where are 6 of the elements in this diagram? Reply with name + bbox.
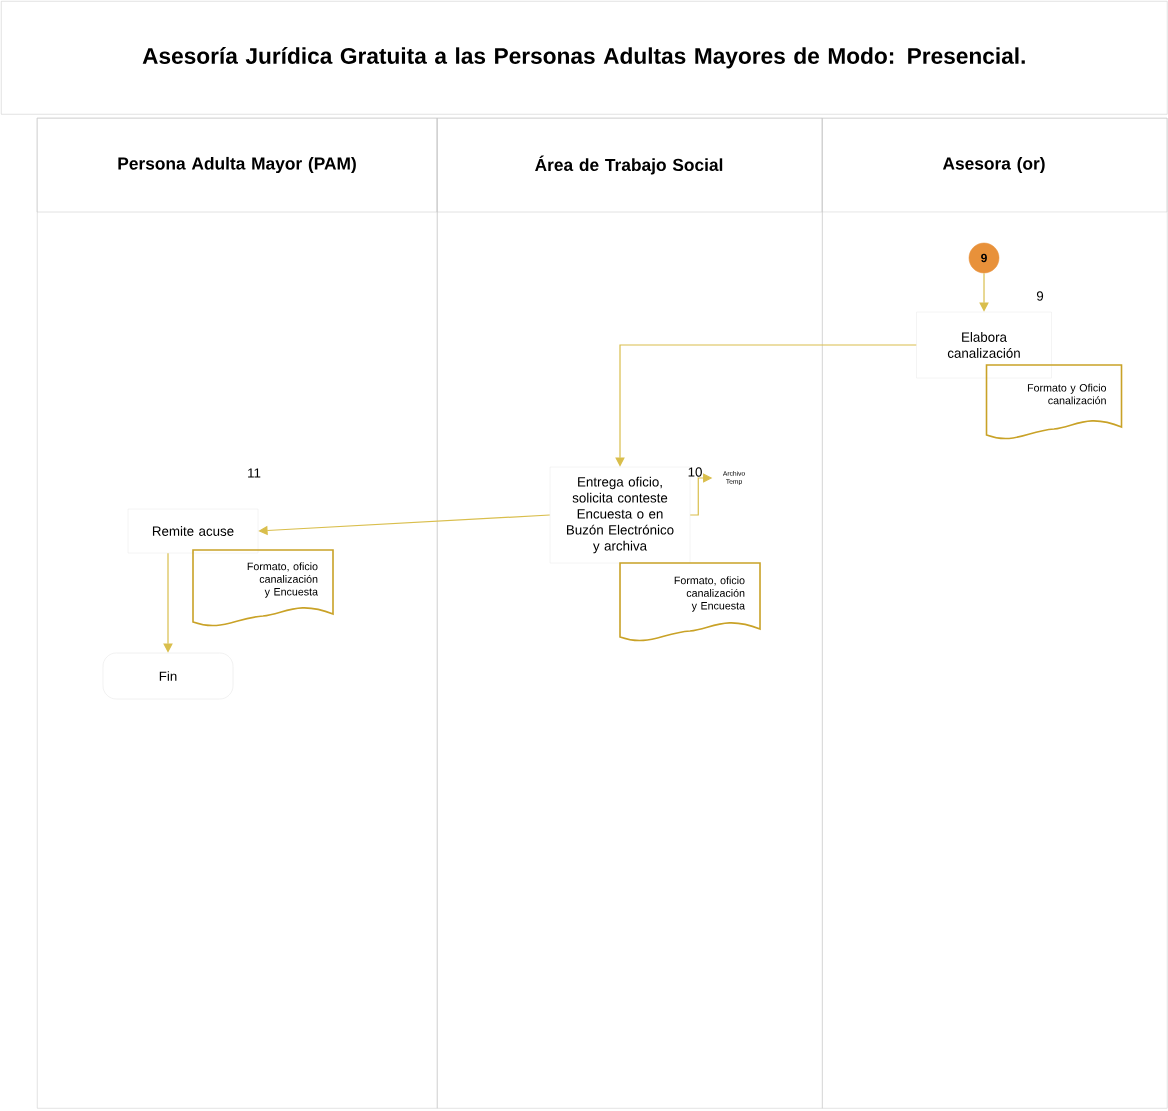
step-number: 10 [688,467,702,477]
process-box: Entrega oficio, solicita conteste Encuesta o en Buzón Electrónico y archiva 10 [549,466,702,564]
title-box: Asesoría Jurídica Gratuita a las Personas Adultas Mayores de Modo: Presencial. [1,1,1168,115]
step-number: 9 [1036,291,1044,301]
terminal-box: Fin [102,652,234,700]
step-number: 11 [248,468,261,478]
